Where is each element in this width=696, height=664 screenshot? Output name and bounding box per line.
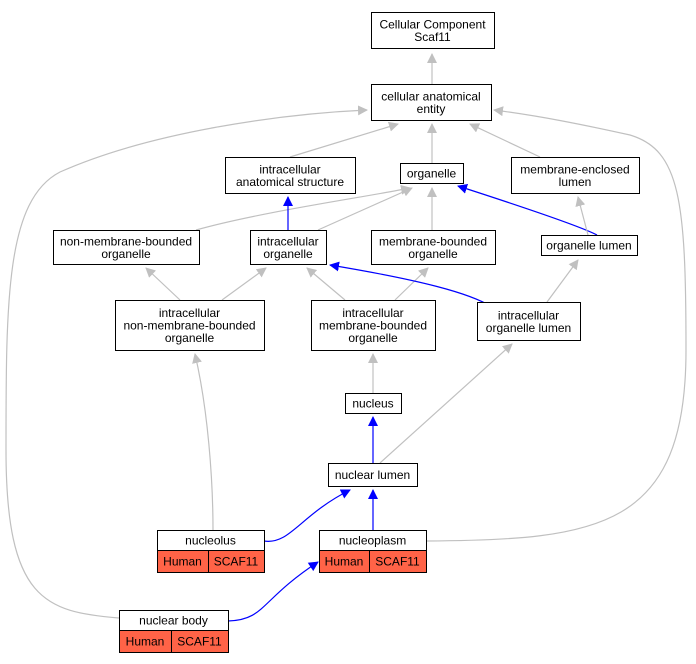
term-label-line: non-membrane-bounded [123, 319, 255, 333]
edge-mel-to-cae [469, 123, 541, 158]
term-box [477, 302, 581, 341]
term-box [371, 84, 492, 121]
term-label-line: organelle [101, 247, 151, 261]
term-box [371, 12, 495, 49]
gene-symbol-label: SCAF11 [375, 555, 420, 569]
gene-symbol-cell [369, 550, 427, 573]
edge-imbo-to-mbo [394, 267, 429, 301]
term-label-line: organelle [165, 331, 215, 345]
term-label-line: intracellular [159, 306, 220, 320]
edge-nucleolus-to-nlumen [263, 489, 351, 542]
gene-annotation-row: Human SCAF11 [119, 630, 229, 653]
gene-annotation-row: Human SCAF11 [319, 550, 427, 573]
term-node-inmbo[interactable]: intracellularnon-membrane-boundedorganel… [115, 300, 265, 351]
term-label-line: organelle [407, 167, 457, 181]
edge-io-to-organelle [317, 187, 413, 231]
term-box [400, 163, 464, 184]
species-label: Human [126, 635, 165, 649]
edge-ol-to-mel [575, 196, 589, 236]
term-label-line: organelle lumen [486, 321, 571, 335]
gene-annotation-row: Human SCAF11 [157, 550, 265, 573]
term-label-line: membrane-enclosed [520, 162, 629, 176]
edge-imbo-to-io [306, 267, 346, 301]
term-label-line: intracellular [257, 234, 318, 248]
term-box [53, 230, 200, 265]
term-box [225, 157, 356, 194]
term-label-line: anatomical structure [236, 175, 344, 189]
term-node-nucleus[interactable]: nucleus [345, 393, 402, 414]
term-box [311, 300, 436, 351]
edge-iol-to-ol [546, 259, 579, 303]
term-label-line: nuclear lumen [335, 468, 410, 482]
term-label-line: Scaf11 [414, 30, 451, 44]
term-node-ol[interactable]: organelle lumen [541, 235, 638, 256]
edge-nucleoplasm-to-cae [425, 106, 687, 542]
gene-symbol-label: SCAF11 [214, 555, 259, 569]
edge-nmbo-to-organelle [195, 184, 411, 231]
term-label-line: organelle [348, 331, 398, 345]
edge-ol-to-organelle [457, 184, 598, 236]
term-box [345, 393, 402, 414]
term-label-line: organelle [408, 247, 458, 261]
term-node-nlumen[interactable]: nuclear lumen [328, 463, 418, 487]
edges-layer [5, 53, 687, 622]
gene-symbol-cell [208, 550, 265, 573]
term-box [541, 235, 638, 256]
term-label-line: membrane-bounded [319, 319, 427, 333]
gene-symbol-label: SCAF11 [177, 635, 222, 649]
edge-ias-to-cae [289, 121, 399, 158]
edge-nlumen-to-iol [379, 343, 513, 464]
term-label-line: nucleoplasm [339, 534, 406, 548]
term-label-line: nucleolus [185, 534, 236, 548]
edge-inmbo-to-io [221, 267, 267, 301]
edge-nbody-to-nucleoplasm [227, 561, 319, 622]
term-label-line: intracellular [342, 306, 403, 320]
term-label-line: nucleus [352, 397, 393, 411]
term-label-line: intracellular [498, 308, 559, 322]
gene-symbol-cell [171, 630, 229, 653]
species-label: Human [325, 555, 364, 569]
edge-nucleolus-to-inmbo [192, 353, 214, 531]
term-label-line: intracellular [259, 162, 320, 176]
edge-inmbo-to-nmbo [145, 267, 181, 301]
term-label-line: membrane-bounded [379, 234, 487, 248]
term-label-line: organelle [263, 247, 313, 261]
term-label-line: nuclear body [139, 614, 208, 628]
term-label-line: cellular anatomical [381, 89, 480, 103]
term-label-line: Cellular Component [379, 17, 486, 31]
term-box [511, 157, 640, 194]
edge-nbody-to-cae [5, 105, 368, 619]
species-label: Human [163, 555, 202, 569]
term-label-line: organelle lumen [546, 239, 631, 253]
term-box [115, 300, 265, 351]
term-box [328, 463, 418, 487]
term-node-organelle[interactable]: organelle [400, 163, 464, 184]
term-label-line: non-membrane-bounded [60, 234, 192, 248]
term-label-line: lumen [559, 175, 592, 189]
term-label-line: entity [417, 102, 446, 116]
term-box [371, 230, 496, 265]
term-box [250, 230, 327, 265]
